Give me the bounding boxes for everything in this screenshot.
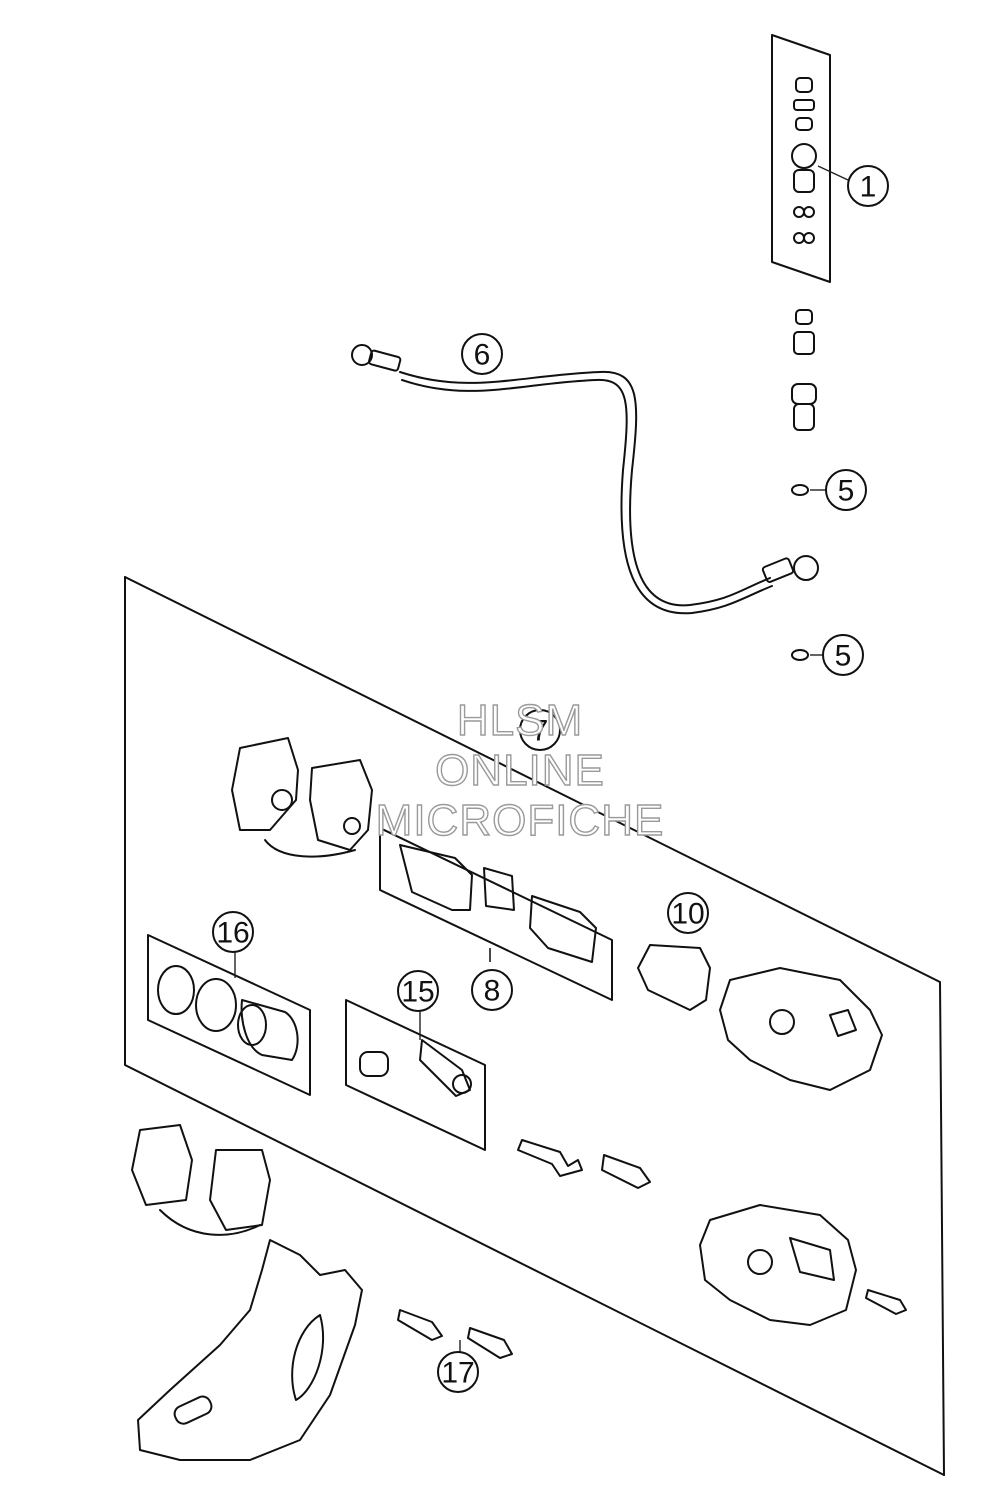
caliper-support xyxy=(231,737,373,858)
callout-5-upper: 5 xyxy=(825,469,867,511)
svg-text:6: 6 xyxy=(474,339,491,372)
svg-text:16: 16 xyxy=(216,917,249,950)
kit-1-panel xyxy=(771,34,831,283)
callout-1: 1 xyxy=(847,165,889,207)
svg-text:ONLINE: ONLINE xyxy=(435,746,605,795)
callout-16: 16 xyxy=(212,911,254,953)
callout-6: 6 xyxy=(461,333,503,375)
watermark: HLSM ONLINE MICROFICHE xyxy=(375,695,665,845)
caliper-body xyxy=(719,967,883,1091)
banjo-bolt-parts xyxy=(791,309,826,661)
svg-text:15: 15 xyxy=(401,976,434,1009)
bleeder-kit-parts xyxy=(791,77,849,244)
caliper-kit-panel xyxy=(124,576,945,1476)
svg-text:8: 8 xyxy=(484,975,501,1008)
pad-spring xyxy=(637,944,711,1011)
svg-text:5: 5 xyxy=(835,640,852,673)
callout-7: 7 xyxy=(519,709,561,751)
svg-text:MICROFICHE: MICROFICHE xyxy=(376,796,665,845)
svg-text:HLSM: HLSM xyxy=(457,696,583,745)
svg-text:5: 5 xyxy=(838,475,855,508)
bracket-plate xyxy=(137,1239,363,1461)
callout-15: 15 xyxy=(397,970,439,1012)
callout-17: 17 xyxy=(437,1351,479,1393)
svg-text:7: 7 xyxy=(532,715,549,748)
assembled-caliper xyxy=(699,1204,857,1326)
leader-lines xyxy=(234,948,491,1040)
callout-5-lower: 5 xyxy=(822,634,864,676)
svg-text:17: 17 xyxy=(441,1357,474,1390)
piston-seal-panel xyxy=(147,934,311,1096)
svg-text:10: 10 xyxy=(671,898,704,931)
brake-line xyxy=(351,344,819,615)
svg-text:1: 1 xyxy=(860,171,877,204)
guide-pin-panel xyxy=(345,999,486,1151)
callout-8: 8 xyxy=(471,969,513,1011)
assembled-support xyxy=(131,1124,271,1236)
callout-10: 10 xyxy=(667,892,709,934)
